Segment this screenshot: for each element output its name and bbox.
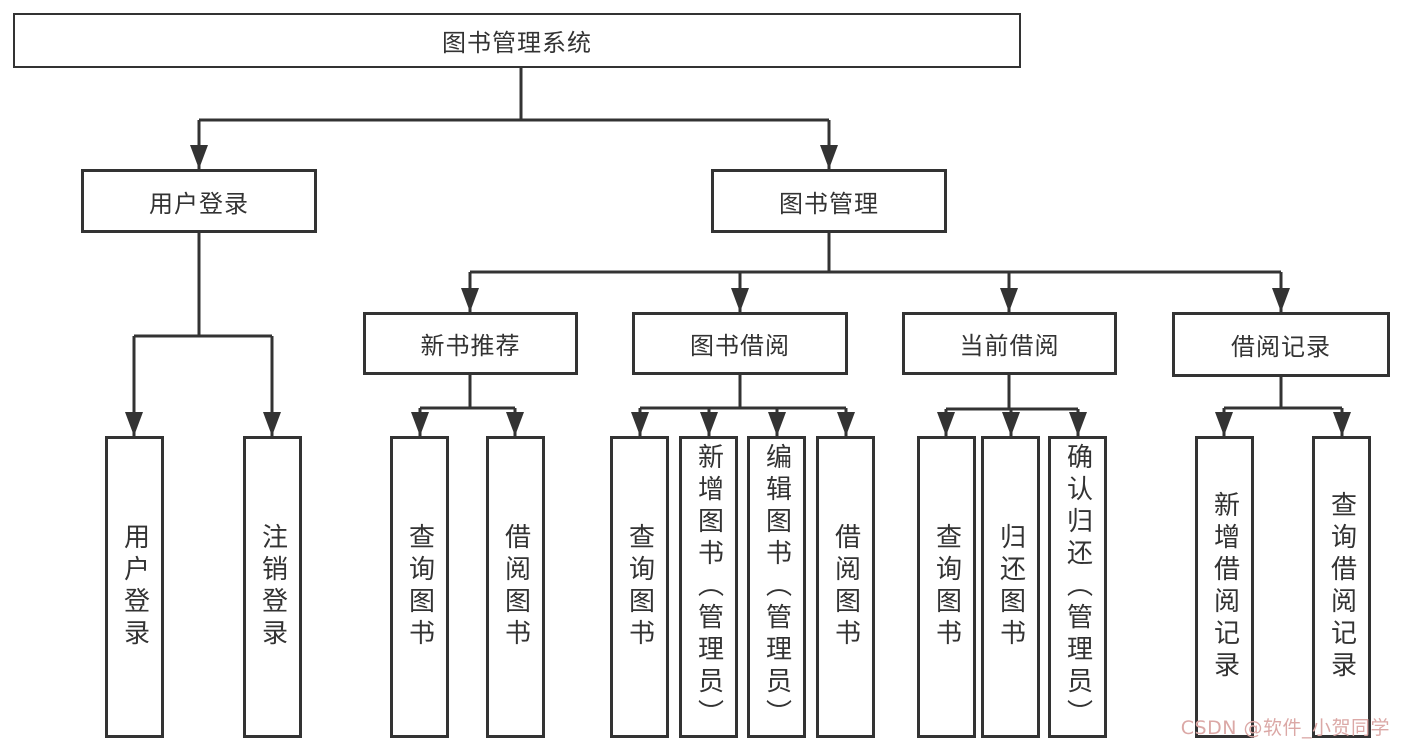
connector-stroke [132,68,1344,436]
node-library-management-system: 图书管理系统 [13,13,1021,68]
node-label: 图书管理 [779,189,879,218]
node-label: 当前借阅 [959,332,1060,360]
leaf-user-login: 用户登录 [105,436,164,738]
leaf-edit-book-admin: 编辑图书（管理员） [747,436,806,738]
node-label: 图书管理系统 [442,29,592,57]
node-user-login: 用户登录 [81,169,317,233]
node-borrowing-records: 借阅记录 [1172,312,1390,377]
node-label: 借阅图书 [830,523,861,651]
node-label: 查询借阅记录 [1326,491,1357,683]
node-book-borrowing: 图书借阅 [632,312,848,375]
node-label: 新增图书（管理员） [693,443,724,731]
leaf-add-book-admin: 新增图书（管理员） [679,436,738,738]
node-label: 新书推荐 [420,332,521,360]
node-label: 编辑图书（管理员） [761,443,792,731]
node-label: 用户登录 [149,189,249,218]
leaf-return-book: 归还图书 [981,436,1040,738]
csdn-watermark: CSDN @软件_小贺同学 [1180,717,1390,739]
leaf-query-book-3: 查询图书 [917,436,976,738]
node-new-book-recommendation: 新书推荐 [363,312,578,375]
node-book-management: 图书管理 [711,169,947,233]
node-label: 图书借阅 [690,332,790,360]
node-label: 查询图书 [931,523,962,651]
node-label: 注销登录 [257,523,288,651]
node-current-borrowing: 当前借阅 [902,312,1117,375]
node-label: 用户登录 [119,523,150,651]
node-label: 查询图书 [624,523,655,651]
leaf-confirm-return-admin: 确认归还（管理员） [1048,436,1107,738]
node-label: 借阅图书 [500,523,531,651]
node-label: 查询图书 [404,523,435,651]
leaf-borrow-book-2: 借阅图书 [816,436,875,738]
leaf-query-book-1: 查询图书 [390,436,449,738]
leaf-logout: 注销登录 [243,436,302,738]
leaf-borrow-book-1: 借阅图书 [486,436,545,738]
node-label: 新增借阅记录 [1209,491,1240,683]
leaf-query-book-2: 查询图书 [610,436,669,738]
leaf-query-borrow-record: 查询借阅记录 [1312,436,1371,738]
node-label: 确认归还（管理员） [1062,443,1093,731]
leaf-add-borrow-record: 新增借阅记录 [1195,436,1254,738]
node-label: 借阅记录 [1231,333,1331,361]
node-label: 归还图书 [995,523,1026,651]
